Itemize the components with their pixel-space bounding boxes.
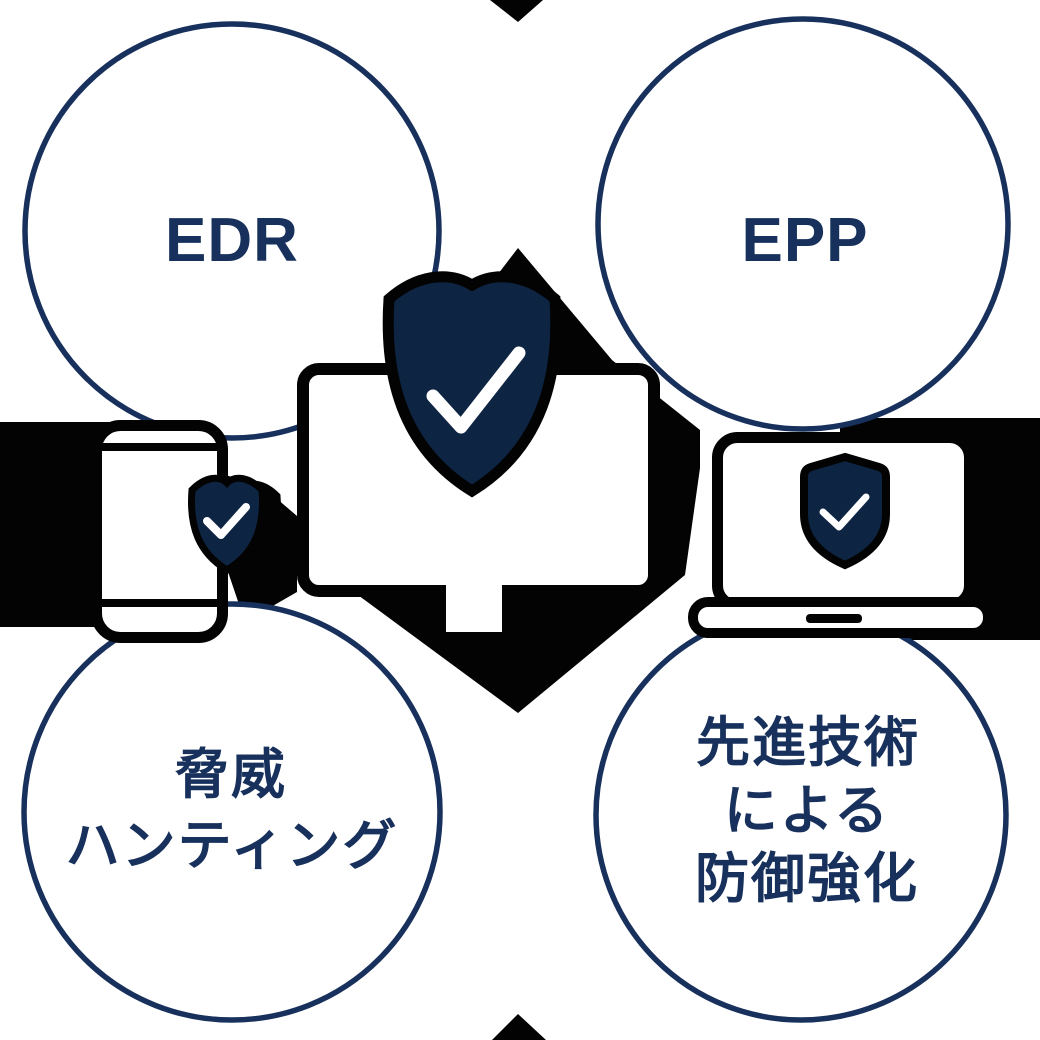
check-mark <box>203 503 250 539</box>
circle-threat-hunting <box>21 601 443 1023</box>
label-epp: EPP <box>741 206 868 275</box>
shield-body <box>800 452 890 570</box>
check-mark <box>819 493 870 531</box>
circle-epp <box>595 16 1011 432</box>
label-threat-line2: ハンティング <box>66 816 399 876</box>
label-edr: EDR <box>165 206 299 275</box>
shield-check-icon-laptop <box>800 452 890 570</box>
shield-check-icon-monitor <box>382 271 562 498</box>
shield-check-icon-smartphone <box>187 474 282 581</box>
label-advanced-line1: 先進技術 <box>696 713 920 773</box>
circle-edr <box>22 21 442 441</box>
concept-circle-labels: EDR EPP 脅威 ハンティング 先進技術 による 防御強化 <box>66 206 920 909</box>
label-threat-line1: 脅威 <box>175 745 287 805</box>
laptop-hinge-notch <box>806 614 862 623</box>
shield-body <box>382 271 562 498</box>
check-mark <box>426 346 526 434</box>
laptop-icon <box>688 432 993 638</box>
monitor-stand <box>446 585 502 632</box>
label-advanced-line2: による <box>724 781 890 841</box>
smartphone-icon <box>91 420 282 643</box>
triangle-accent-top <box>490 0 543 22</box>
triangle-accent-bottom <box>492 1014 546 1040</box>
label-advanced-line3: 防御強化 <box>695 849 919 909</box>
concept-circles <box>21 16 1011 1023</box>
